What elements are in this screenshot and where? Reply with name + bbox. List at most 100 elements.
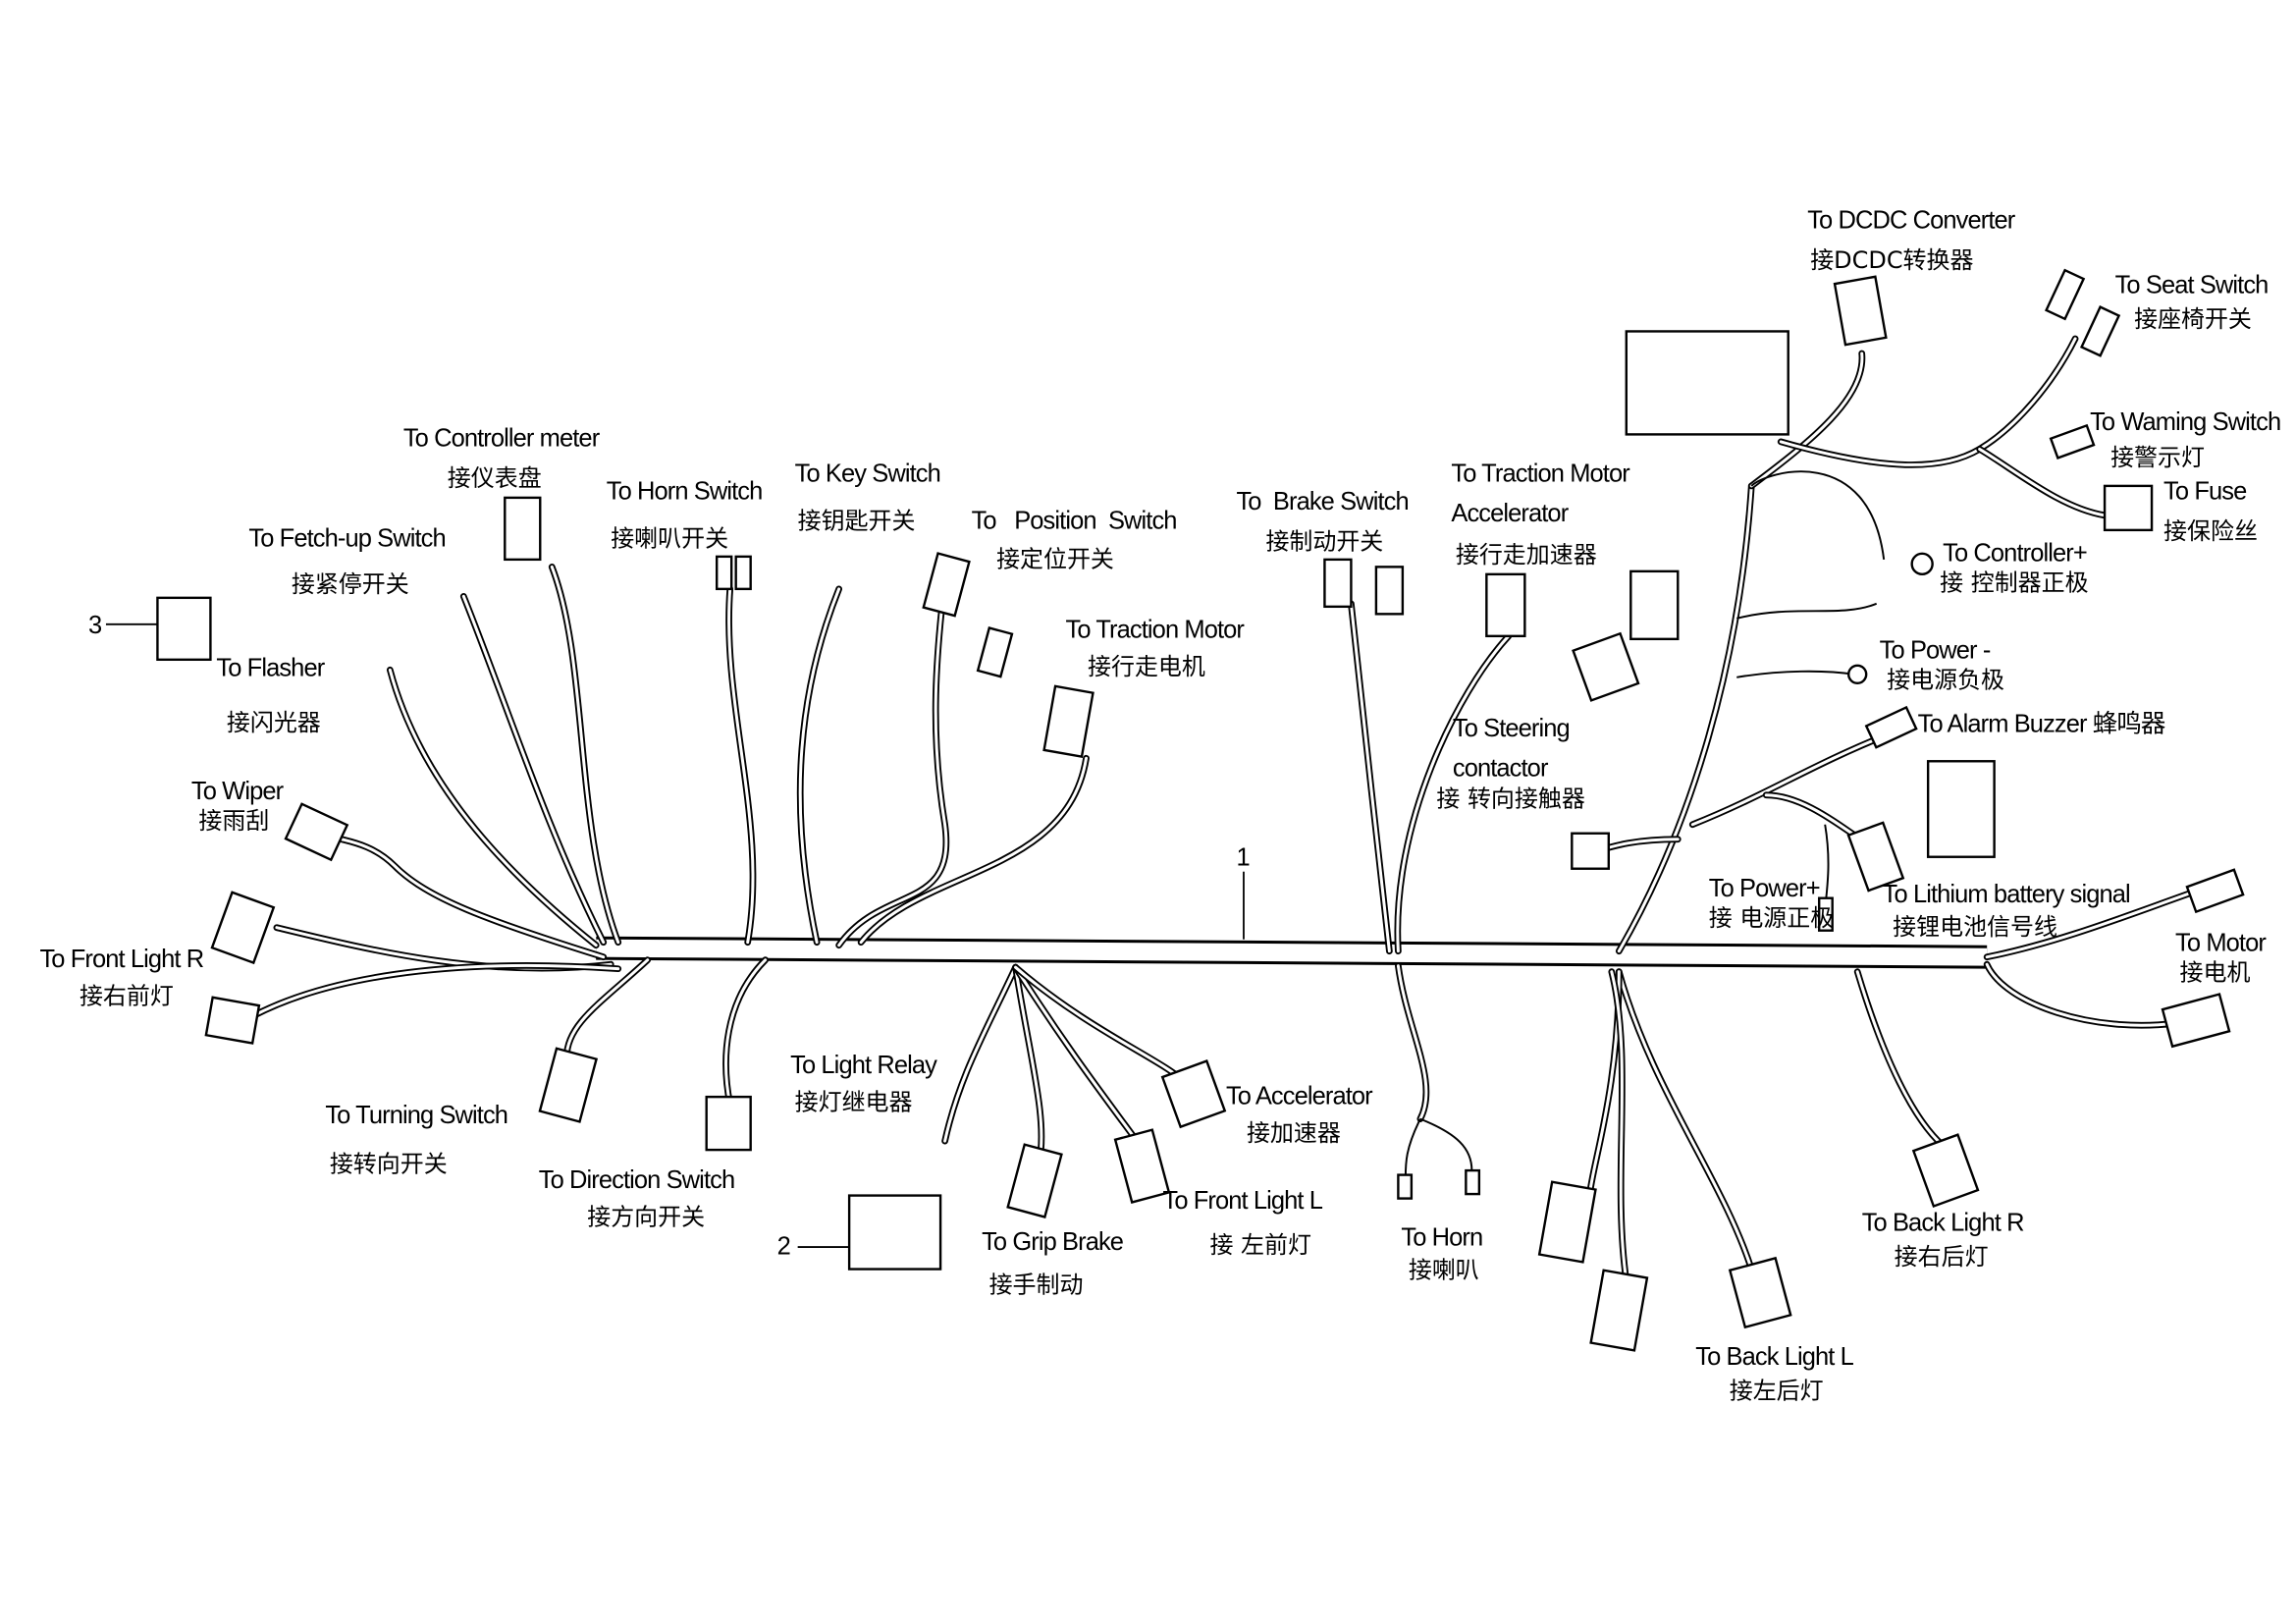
wire-inner: [724, 958, 768, 1107]
power-minus-terminal: [1846, 664, 1868, 685]
branch-wires: [249, 335, 2197, 1284]
label-fetch-up-cn: 接紧停开关: [292, 570, 409, 598]
front-light-l-connector: [1113, 1128, 1171, 1204]
wire-inner: [1690, 734, 1886, 827]
label-dcdc: To DCDC Converter: [1807, 207, 2016, 235]
wire: [548, 563, 622, 947]
label-accelerator: To Accelerator: [1226, 1083, 1373, 1110]
alarm-buzzer-plug: [1864, 705, 1918, 749]
label-back-light-l-cn: 接左后灯: [1730, 1377, 1824, 1404]
wire-inner: [1978, 447, 2107, 517]
main-trunk: [596, 936, 1988, 969]
label-horn: To Horn: [1401, 1224, 1482, 1252]
front-light-r-plug: [210, 891, 276, 965]
wire-inner: [1014, 965, 1043, 1165]
connectors: [156, 268, 2245, 1352]
label-front-light-r: To Front Light R: [39, 946, 203, 973]
wiper-connector: [284, 802, 349, 862]
label-alarm-buzzer: To Alarm Buzzer 蜂鸣器: [1918, 710, 2165, 737]
light-relay: [847, 1194, 942, 1271]
wire-inner: [251, 963, 620, 1018]
label-turning-switch-cn: 接转向开关: [330, 1151, 448, 1178]
wire: [249, 962, 622, 1020]
label-flasher: To Flasher: [216, 654, 325, 681]
wire-inner: [275, 926, 613, 970]
motor-plug: [2185, 868, 2245, 914]
labels: To DCDC Converter 接DCDC转换器 To Seat Switc…: [39, 207, 2281, 1405]
wire: [1615, 968, 1755, 1272]
wire-inner: [564, 958, 650, 1059]
label-key-switch-cn: 接钥匙开关: [798, 507, 916, 534]
label-direction-switch: To Direction Switch: [539, 1166, 734, 1194]
label-steering: To Steering: [1453, 715, 1570, 742]
label-back-light-l: To Back Light L: [1695, 1343, 1853, 1371]
label-wiper: To Wiper: [191, 778, 285, 805]
position-switch-connector: [922, 552, 971, 618]
label-grip-brake: To Grip Brake: [982, 1228, 1124, 1256]
label-controller-meter-cn: 接仪表盘: [448, 464, 542, 492]
wire-inner: [1396, 964, 1428, 1121]
label-position-switch-cn: 接定位开关: [996, 545, 1114, 572]
wire-inner: [388, 668, 598, 947]
wire: [941, 963, 1019, 1145]
wire: [562, 956, 652, 1061]
fuse-connector: [2103, 484, 2154, 532]
controller-connector: [1625, 330, 1789, 436]
callout-2: 2: [777, 1233, 790, 1261]
seat-switch-plug: [2079, 305, 2121, 357]
turning-switch-connector: [538, 1047, 599, 1123]
label-turning-switch: To Turning Switch: [325, 1102, 507, 1129]
label-front-light-l: To Front Light L: [1162, 1187, 1322, 1215]
back-light-l-connector: [1728, 1256, 1792, 1329]
label-traction-motor: To Traction Motor: [1066, 616, 1246, 643]
label-light-relay: To Light Relay: [790, 1052, 937, 1079]
label-flasher-cn: 接闪光器: [227, 709, 321, 736]
wire: [722, 956, 770, 1108]
wire-inner: [461, 594, 606, 945]
controller-plug: [1629, 569, 1680, 641]
lithium-signal-connector: [1846, 821, 1905, 893]
label-traction-motor-cn: 接行走电机: [1088, 653, 1205, 680]
label-warning-switch-cn: 接警示灯: [2110, 444, 2205, 471]
label-fuse: To Fuse: [2163, 477, 2247, 505]
label-controller-plus: To Controller+: [1943, 539, 2087, 567]
back-light-plug: [1589, 1269, 1649, 1352]
label-power-plus-cn: 接 电源正极: [1709, 904, 1834, 932]
wire-inner: [798, 587, 841, 945]
wire-inner: [1855, 970, 1945, 1148]
label-front-light-l-cn: 接 左前灯: [1209, 1231, 1311, 1259]
label-fuse-cn: 接保险丝: [2163, 517, 2258, 545]
label-dcdc-cn: 接DCDC转换器: [1810, 246, 1973, 274]
label-back-light-r-cn: 接右后灯: [1895, 1243, 1989, 1271]
label-horn-switch-cn: 接喇叭开关: [611, 524, 728, 552]
label-warning-switch: To Waming Switch: [2090, 408, 2280, 436]
label-back-light-r: To Back Light R: [1862, 1210, 2024, 1237]
motor-connector: [2161, 993, 2231, 1049]
seat-switch-plug: [2044, 268, 2086, 321]
label-controller-plus-cn: 接 控制器正极: [1940, 568, 2088, 596]
wire-inner: [943, 965, 1018, 1143]
flasher-relay: [156, 596, 212, 662]
wire-inner: [1749, 352, 1864, 488]
label-direction-switch-cn: 接方向开关: [587, 1204, 705, 1231]
label-horn-cn: 接喇叭: [1409, 1257, 1479, 1284]
label-brake-switch: To Brake Switch: [1236, 488, 1408, 515]
front-light-r-connector: [204, 996, 261, 1045]
label-fetch-up: To Fetch-up Switch: [248, 524, 445, 552]
horn-switch-terminal: [734, 555, 752, 591]
wire: [857, 754, 1090, 947]
horn-terminal: [1465, 1168, 1481, 1196]
wire-inner: [1985, 962, 2177, 1027]
steering-contactor-plug: [1571, 832, 1610, 870]
wire: [1976, 446, 2109, 519]
back-light-plug: [1537, 1180, 1597, 1264]
label-traction-accel-2: Accelerator: [1451, 500, 1569, 527]
traction-accel-connector: [1485, 572, 1526, 638]
contactor-relay: [1926, 760, 1996, 858]
wire-inner: [1617, 484, 1753, 953]
label-power-minus-cn: 接电源负极: [1887, 666, 2004, 693]
label-accelerator-cn: 接加速器: [1247, 1119, 1341, 1147]
wire: [1777, 335, 2079, 468]
brake-switch-plug: [1374, 566, 1405, 616]
